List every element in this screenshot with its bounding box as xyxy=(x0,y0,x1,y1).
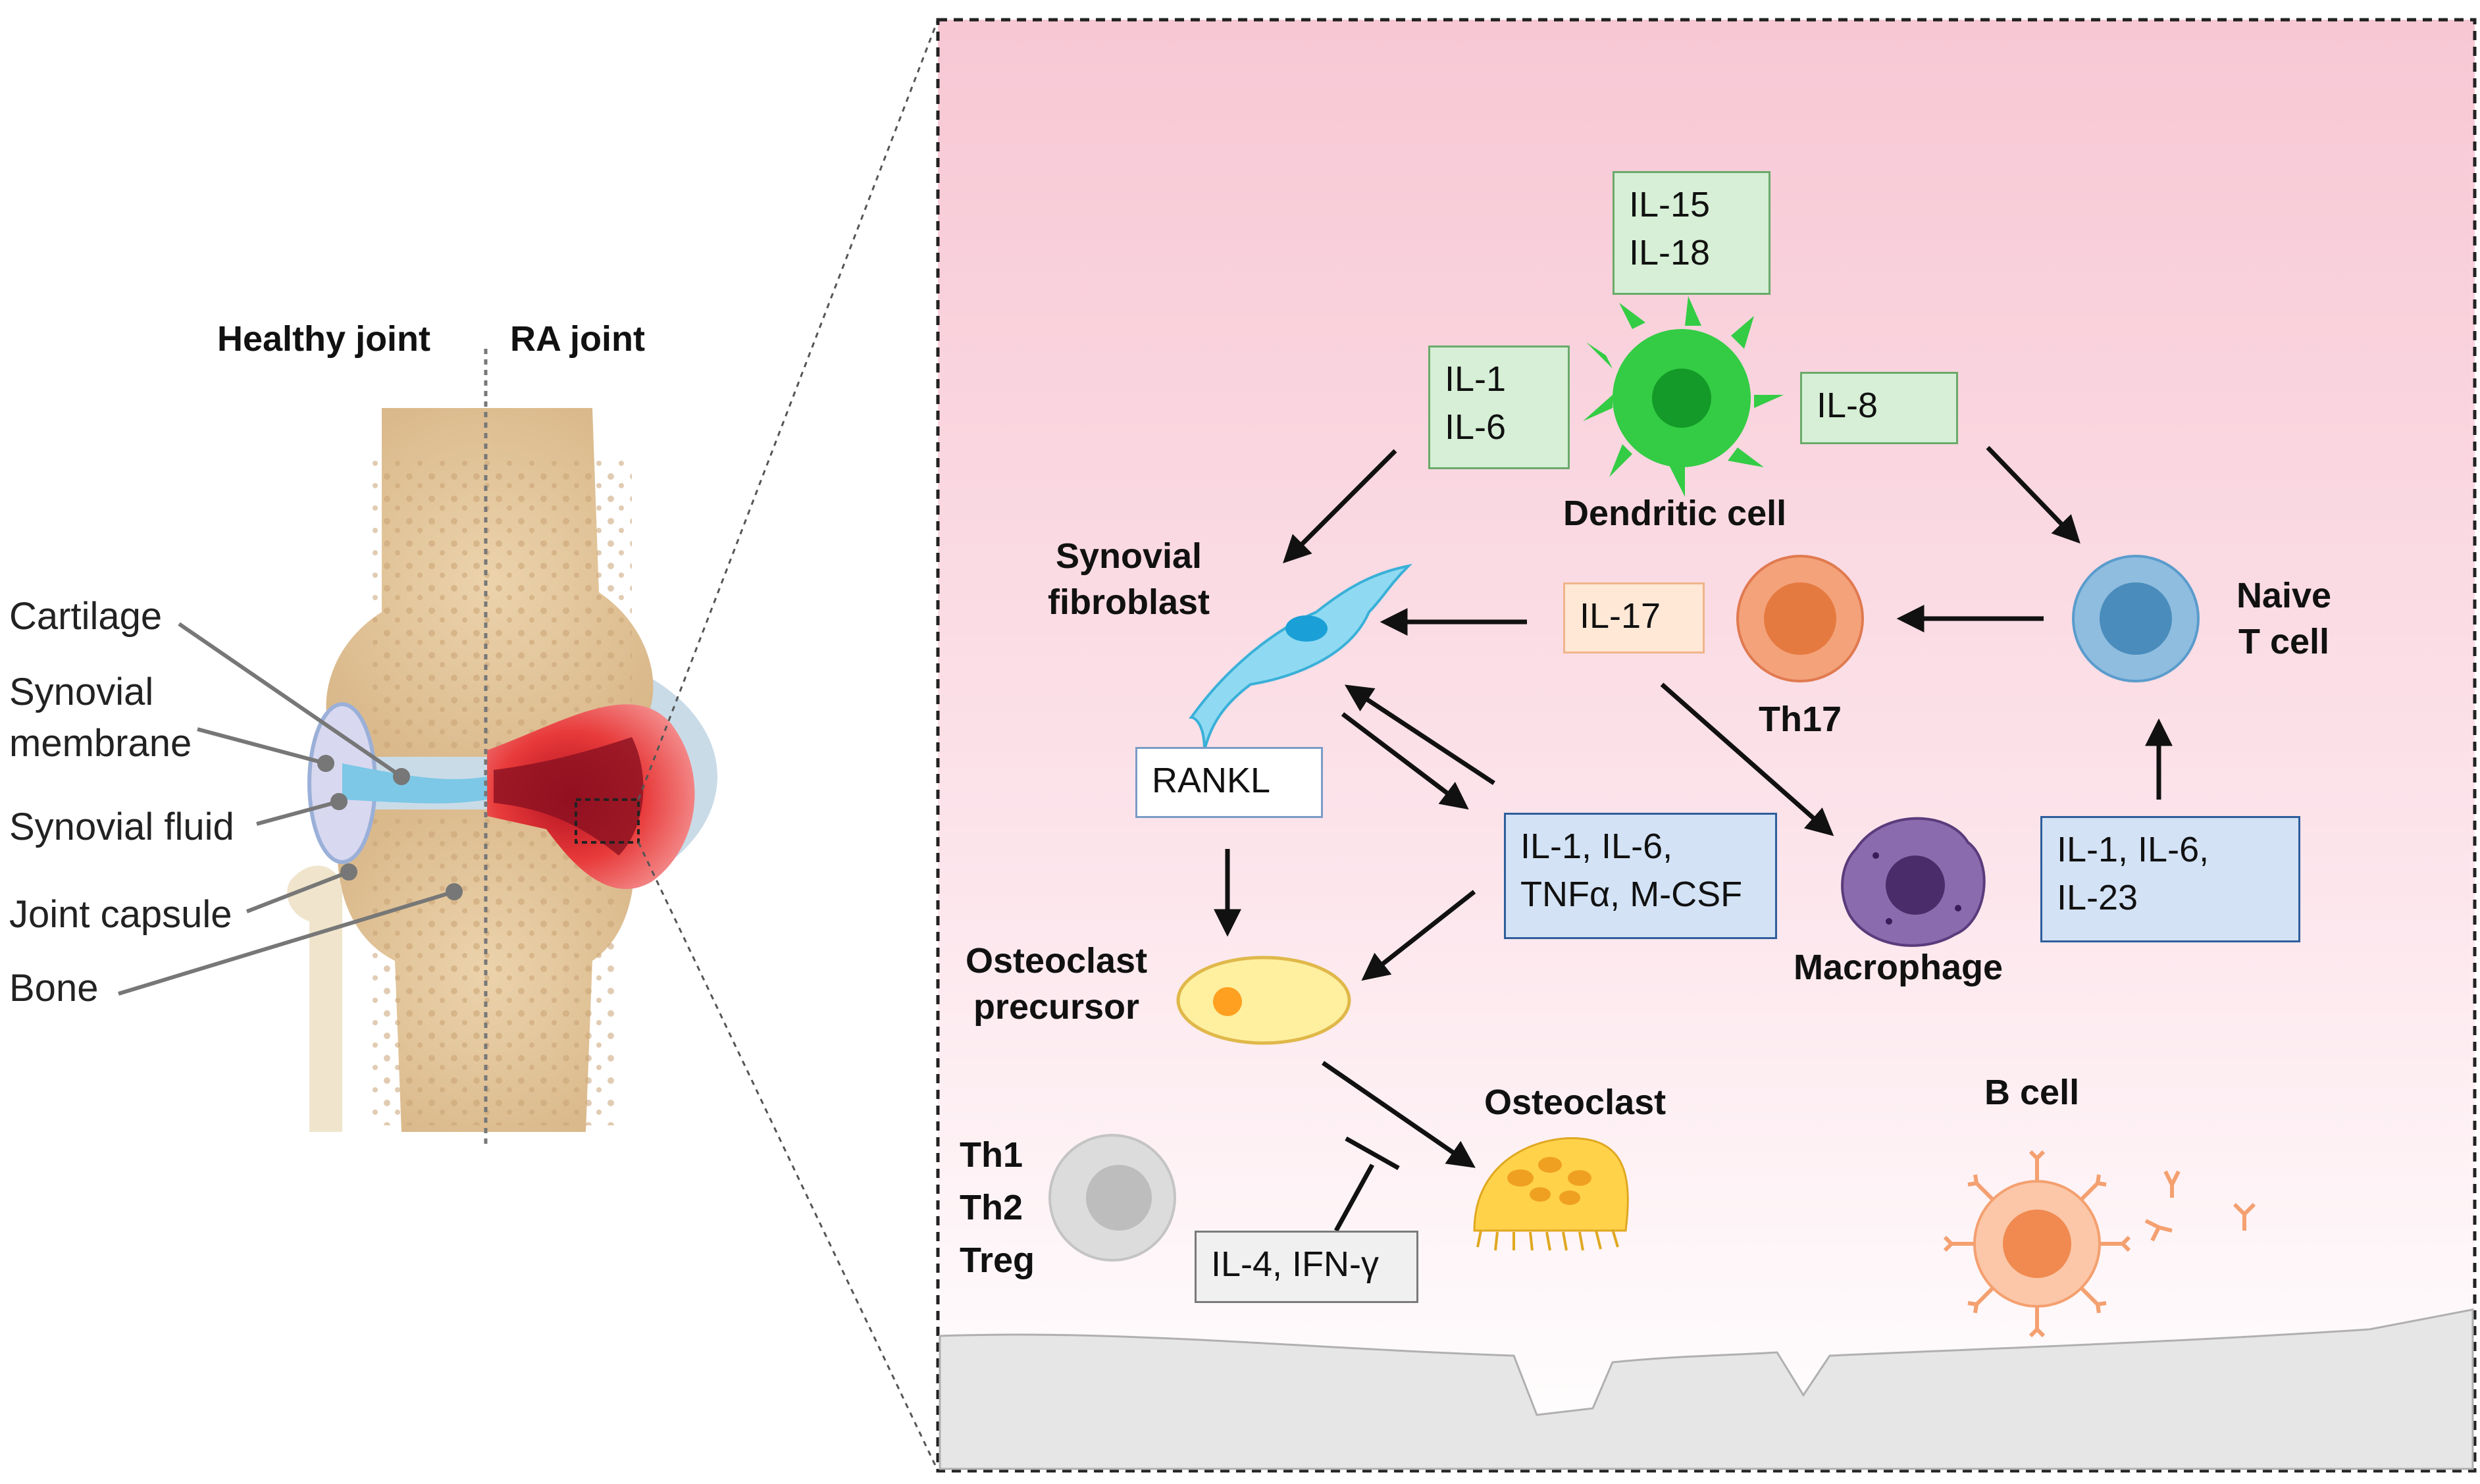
label-treg: Treg xyxy=(960,1241,1035,1280)
box-il15-il18: IL-15 IL-18 xyxy=(1613,171,1770,295)
label-precursor-line: precursor xyxy=(973,987,1140,1027)
macrophage-shape xyxy=(1841,817,1986,947)
box-il23-line: IL-23 xyxy=(2057,878,2138,918)
box-il6-line: IL-6 xyxy=(1445,407,1507,448)
upper-bone-texture xyxy=(369,461,632,750)
arrow-precursor-to-osteoclast xyxy=(1322,1061,1476,1168)
label-synovial-membrane-line2: membrane xyxy=(9,722,192,765)
label-synovial-membrane-line1: Synovial xyxy=(9,671,154,713)
header-ra-joint: RA joint xyxy=(510,319,645,359)
naive-t-cell-shape xyxy=(2072,555,2200,682)
box-il1-il6-line: IL-1, IL-6, xyxy=(1520,827,1673,866)
label-synovial-fluid: Synovial fluid xyxy=(9,806,234,848)
label-th2: Th2 xyxy=(960,1188,1023,1227)
arrow-fibroblast-to-cytokines xyxy=(1341,712,1469,810)
osteoclast-shape xyxy=(1473,1137,1629,1251)
th-cell-shape xyxy=(1048,1134,1176,1262)
label-cartilage: Cartilage xyxy=(9,595,163,638)
label-joint-capsule: Joint capsule xyxy=(9,893,232,936)
arrow-cytokines-to-precursor xyxy=(1361,890,1476,981)
arrows xyxy=(1214,446,2173,1232)
label-naive-t-cell: Naive T cell xyxy=(2211,576,2356,662)
synovial-fibroblast-shape xyxy=(1189,563,1413,751)
label-synovial-fibroblast: Synovial fibroblast xyxy=(1033,536,1224,623)
fibula-shape xyxy=(287,865,342,1132)
label-leaders xyxy=(118,622,463,996)
zoom-box xyxy=(575,798,640,844)
label-naive-line: Naive xyxy=(2236,576,2332,615)
th17-cell-shape xyxy=(1736,555,1864,682)
label-osteoclast-precursor: Osteoclast precursor xyxy=(948,941,1165,1027)
label-osteoclast-line: Osteoclast xyxy=(965,941,1148,981)
box-il1-il6-tnf-mcsf: IL-1, IL-6, TNFα, M-CSF xyxy=(1504,813,1777,939)
ra-pannus xyxy=(494,737,644,856)
box-il17: IL-17 xyxy=(1563,582,1705,653)
label-t-cell-line: T cell xyxy=(2238,622,2330,662)
label-synovial-line: Synovial xyxy=(1055,536,1202,576)
label-th1: Th1 xyxy=(960,1135,1023,1175)
box-il1-line: IL-1 xyxy=(1445,359,1507,399)
label-th17: Th17 xyxy=(1759,700,1842,739)
arrow-il1-to-fibroblast xyxy=(1283,449,1397,563)
label-macrophage: Macrophage xyxy=(1794,948,2003,987)
box-il1-il6-il23: IL-1, IL-6, IL-23 xyxy=(2040,816,2300,942)
zoom-guide-bottom xyxy=(637,842,939,1471)
arrow-cytokines-to-fibroblast xyxy=(1344,684,1495,785)
box-il1-il6-line-2: IL-1, IL-6, xyxy=(2057,830,2209,869)
box-il18-line: IL-18 xyxy=(1629,233,1711,273)
label-fibroblast-line: fibroblast xyxy=(1047,582,1210,623)
label-osteoclast: Osteoclast xyxy=(1484,1083,1666,1122)
b-cell-shape xyxy=(1943,1150,2256,1338)
box-il8: IL-8 xyxy=(1800,372,1958,444)
inhibition-il4-ifng xyxy=(1333,1136,1400,1232)
bone-surface xyxy=(939,1308,2474,1470)
box-il15-line: IL-15 xyxy=(1629,185,1711,224)
box-il4-ifng: IL-4, IFN-γ xyxy=(1195,1231,1418,1303)
joint-illustration xyxy=(287,349,717,1145)
label-dendritic-cell: Dendritic cell xyxy=(1563,494,1787,533)
arrow-il8-to-naive-t xyxy=(1986,446,2080,544)
label-b-cell: B cell xyxy=(1984,1073,2080,1112)
box-il1-il6-top: IL-1 IL-6 xyxy=(1428,345,1570,469)
zoom-guide-top xyxy=(637,19,939,800)
box-tnf-mcsf-line: TNFα, M-CSF xyxy=(1520,875,1743,915)
synovial-fluid-shape xyxy=(342,763,487,804)
label-bone: Bone xyxy=(9,967,99,1010)
box-rankl: RANKL xyxy=(1135,747,1323,818)
osteoclast-precursor-shape xyxy=(1176,956,1351,1045)
header-healthy-joint: Healthy joint xyxy=(217,319,431,359)
arrow-il17-to-macrophage xyxy=(1660,682,1834,836)
dendritic-cell-shape xyxy=(1583,296,1784,497)
lower-bone-texture xyxy=(369,816,619,1125)
